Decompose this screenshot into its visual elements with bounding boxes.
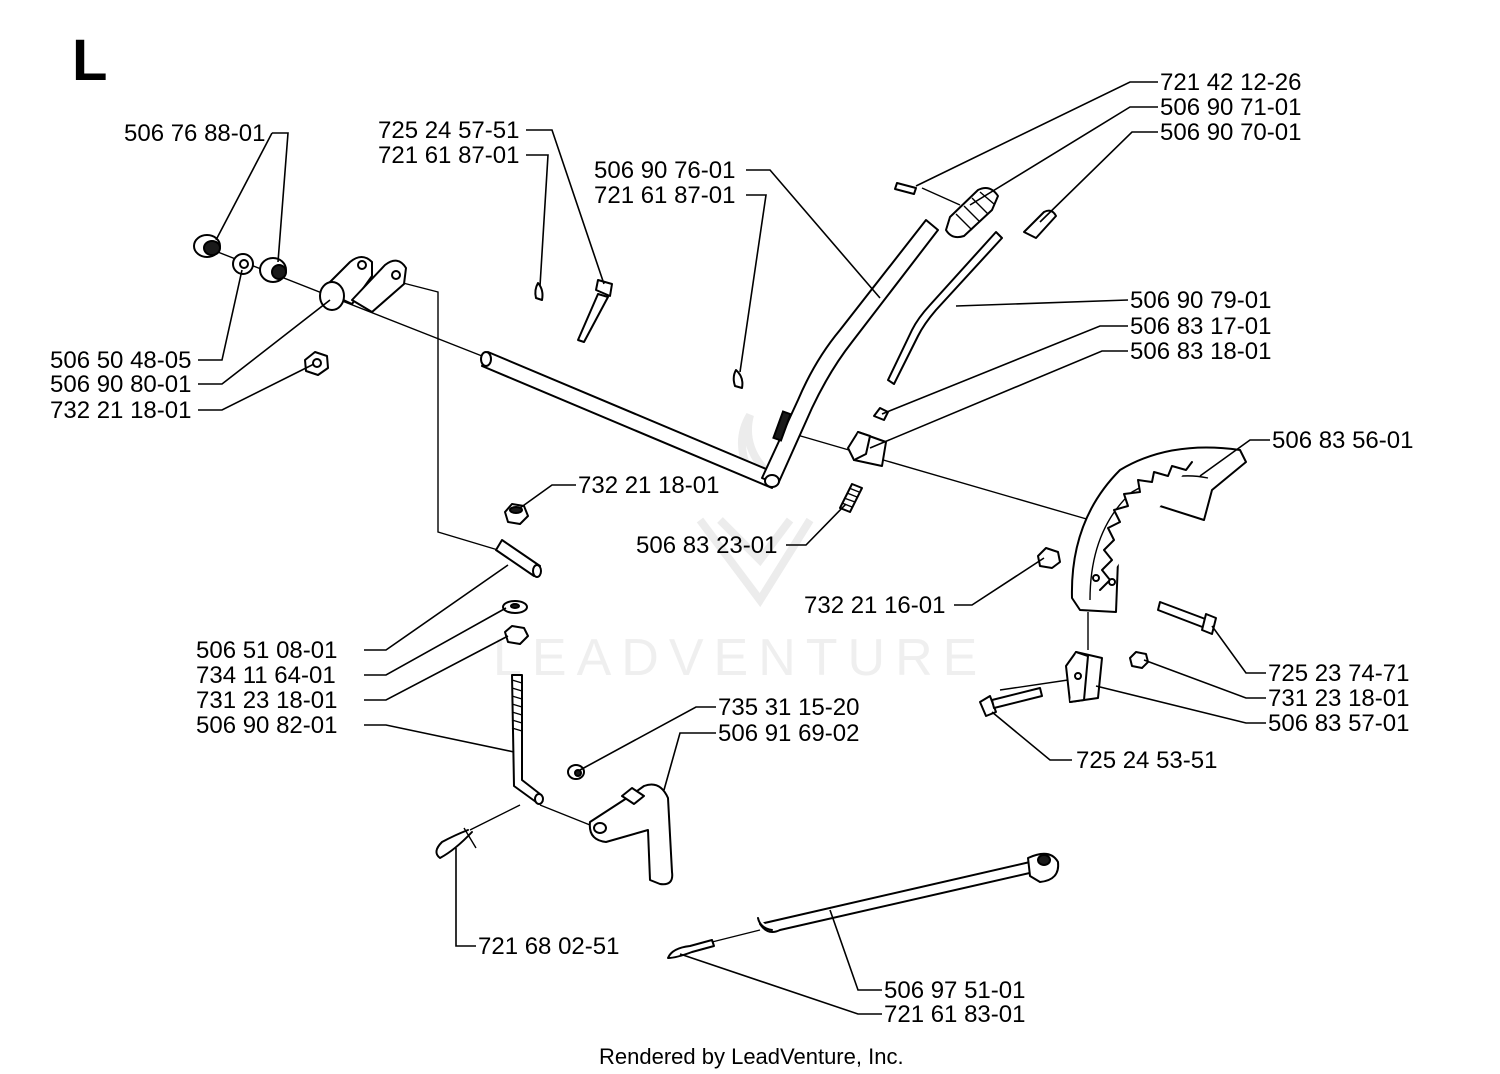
watermark-text: LEADVENTURE — [493, 629, 987, 687]
part-label: 506 83 17-01 — [1130, 313, 1271, 340]
part-label: 734 11 64-01 — [196, 662, 336, 689]
handle-pin — [894, 182, 917, 195]
latch-block — [847, 431, 887, 467]
part-label: 721 68 02-51 — [478, 933, 619, 960]
part-label: 506 90 76-01 — [594, 157, 735, 184]
part-label: 731 23 18-01 — [1268, 685, 1409, 712]
release-rod — [887, 231, 1003, 385]
part-label: 506 90 80-01 — [50, 371, 191, 398]
threaded-rod — [511, 674, 544, 805]
handle-grip — [945, 187, 999, 239]
part-label: 721 61 83-01 — [884, 1001, 1025, 1028]
notched-sector — [1070, 446, 1247, 613]
part-label: 725 24 57-51 — [378, 117, 519, 144]
part-label: 506 90 82-01 — [196, 712, 337, 739]
nut-center-lower — [504, 625, 529, 645]
watermark-logo — [696, 412, 814, 608]
cotter-pin-2 — [732, 369, 744, 389]
part-label: 725 24 53-51 — [1076, 747, 1217, 774]
part-label: 506 50 48-05 — [50, 347, 191, 374]
part-label: 731 23 18-01 — [196, 687, 337, 714]
part-labels: 721 42 12-26 506 90 71-01 506 90 70-01 7… — [50, 69, 1413, 1028]
part-label: 506 51 08-01 — [196, 637, 337, 664]
bushing-right — [259, 257, 287, 283]
lever-washer — [567, 764, 585, 780]
part-label: 721 42 12-26 — [1160, 69, 1301, 96]
link-rod — [757, 852, 1060, 933]
part-label: 506 90 79-01 — [1130, 287, 1271, 314]
mount-block — [1065, 651, 1103, 703]
part-label: 506 90 70-01 — [1160, 119, 1301, 146]
part-label: 506 83 23-01 — [636, 532, 777, 559]
part-label: 732 21 16-01 — [804, 592, 945, 619]
nut-left — [304, 351, 329, 376]
part-label: 506 76 88-01 — [124, 120, 265, 147]
sector-bolt — [1157, 601, 1217, 635]
mount-bolt — [979, 687, 1043, 717]
part-label: 506 83 56-01 — [1272, 427, 1413, 454]
hairpin-clip — [435, 827, 477, 859]
main-shaft — [480, 219, 939, 489]
part-label: 732 21 18-01 — [578, 472, 719, 499]
footer-credit: Rendered by LeadVenture, Inc. — [599, 1044, 904, 1069]
pivot-pin — [495, 539, 542, 578]
part-label: 506 97 51-01 — [884, 977, 1025, 1004]
washer — [232, 253, 254, 275]
part-label: 506 90 71-01 — [1160, 94, 1301, 121]
part-label: 721 61 87-01 — [378, 142, 519, 169]
leader-lines — [198, 81, 1270, 1015]
shaft-bolt — [577, 279, 613, 343]
part-label: 506 91 69-02 — [718, 720, 859, 747]
washer-center — [502, 600, 528, 614]
part-label: 732 21 18-01 — [50, 397, 191, 424]
rod-knob — [1023, 209, 1057, 239]
small-block — [873, 407, 889, 421]
part-label: 506 83 18-01 — [1130, 338, 1271, 365]
section-letter: L — [72, 28, 107, 93]
sector-nut — [1037, 547, 1061, 569]
part-label: 506 83 57-01 — [1268, 710, 1409, 737]
pivot-bracket — [319, 256, 407, 313]
part-label: 721 61 87-01 — [594, 182, 735, 209]
part-label: 735 31 15-20 — [718, 694, 859, 721]
part-label: 725 23 74-71 — [1268, 660, 1409, 687]
bushing-left — [193, 234, 221, 258]
link-cotter-pin — [667, 939, 715, 959]
nut-center — [504, 503, 529, 525]
lever-plate — [588, 783, 674, 886]
cotter-pin-1 — [534, 282, 544, 301]
